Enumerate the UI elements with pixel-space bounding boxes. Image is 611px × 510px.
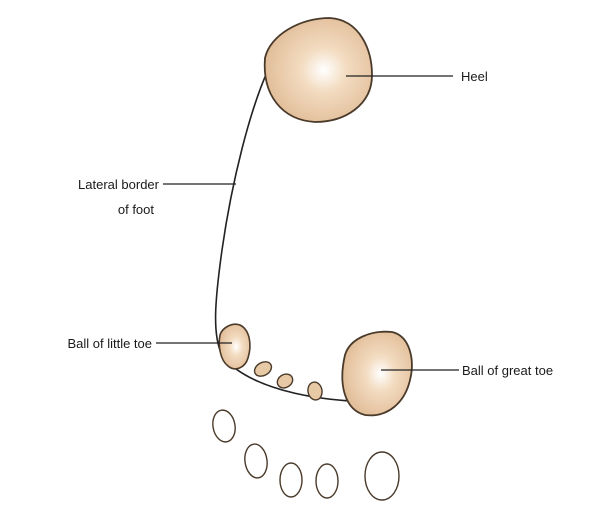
intermediate-pads xyxy=(252,359,324,401)
intermediate-pad xyxy=(275,371,295,390)
toe-print xyxy=(280,463,302,497)
ball-of-little-toe-pad xyxy=(219,324,250,369)
intermediate-pad xyxy=(252,359,274,379)
toe-print xyxy=(210,408,237,443)
lateral-border-label-line1: Lateral border xyxy=(78,177,160,192)
heel-label: Heel xyxy=(461,69,488,84)
ball-of-great-toe-label: Ball of great toe xyxy=(462,363,553,378)
toe-prints xyxy=(210,408,399,500)
lateral-border-label-line2: of foot xyxy=(118,202,155,217)
heel-pad xyxy=(265,18,372,122)
toe-print xyxy=(365,452,399,500)
ball-of-great-toe-pad xyxy=(342,332,411,416)
ball-of-little-toe-label: Ball of little toe xyxy=(67,336,152,351)
toe-print xyxy=(243,443,270,480)
toe-print xyxy=(316,464,338,498)
